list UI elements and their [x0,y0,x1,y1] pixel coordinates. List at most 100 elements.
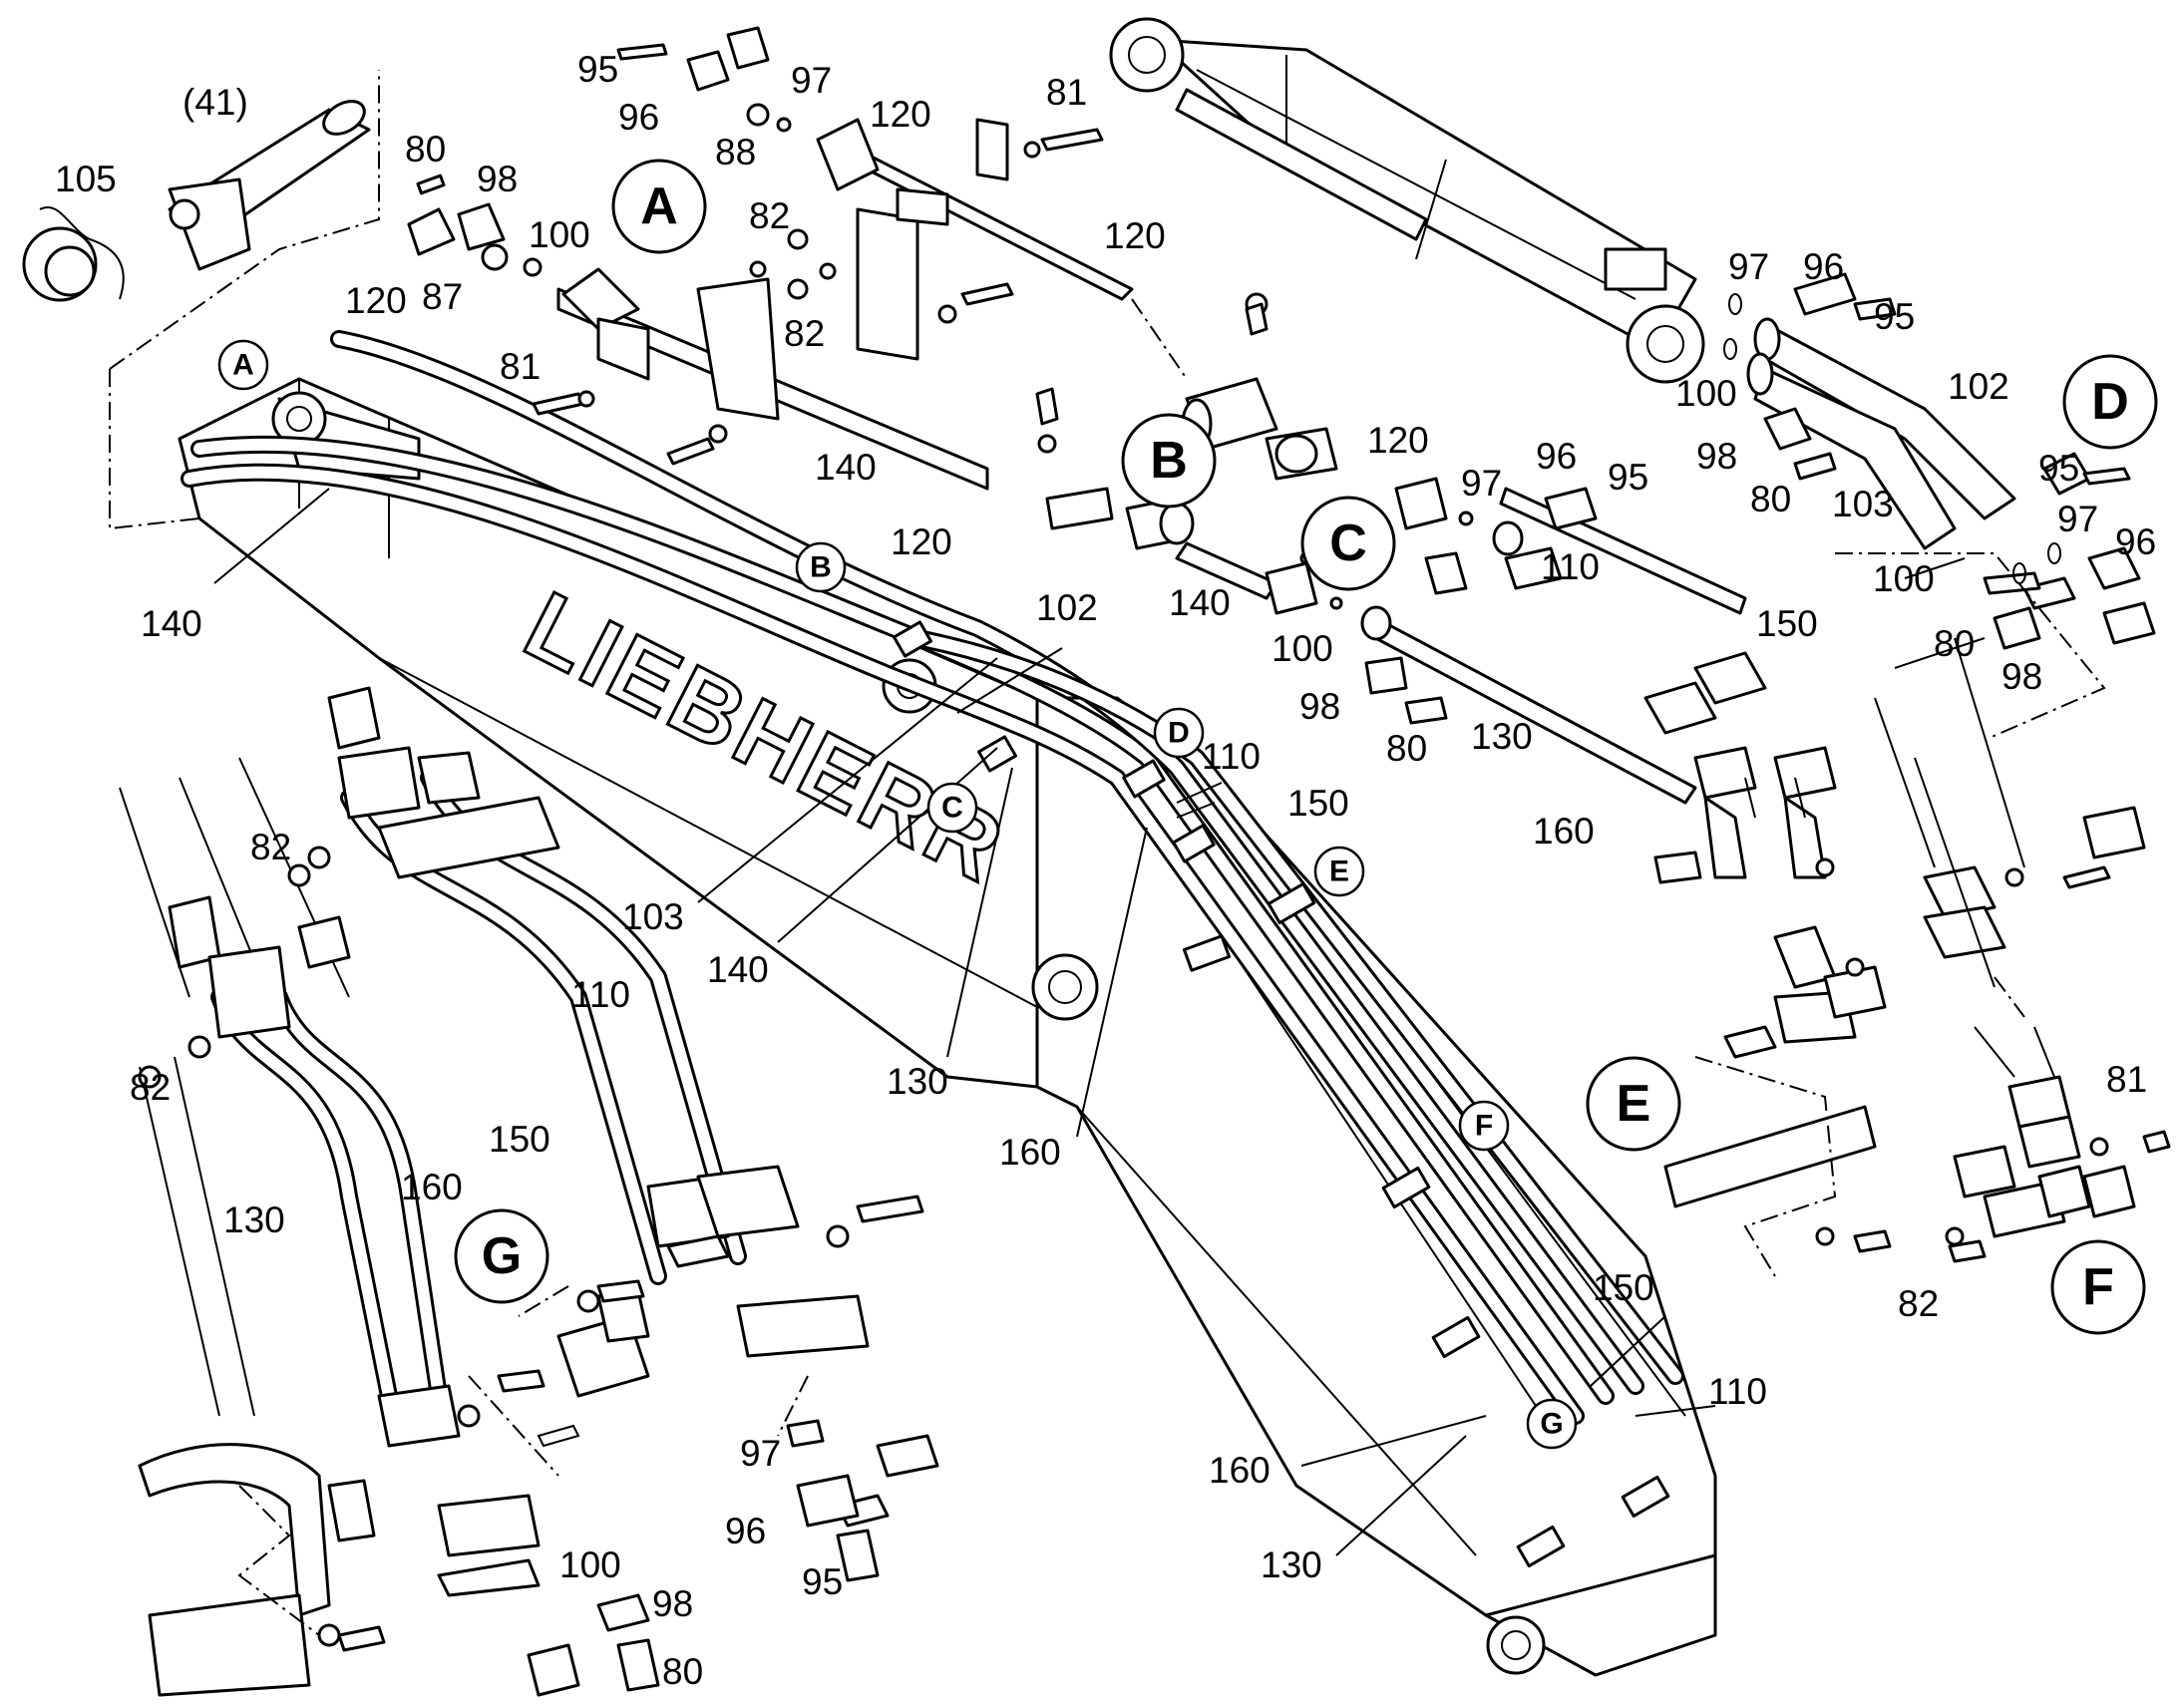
part-label: 103 [1832,484,1894,524]
callout-marker-b: B [795,541,847,593]
part-label: 140 [815,447,877,488]
part-label: 110 [1202,736,1261,777]
part-label: 95 [1608,457,1648,498]
part-label: 82 [749,195,790,236]
section-marker-e-label: E [1617,1075,1651,1133]
part-label: 82 [1898,1283,1939,1324]
part-label: 80 [1934,623,1975,664]
part-label: 98 [1299,686,1340,727]
hydraulic-cylinder [1109,17,1705,384]
section-marker-e: E [1586,1056,1681,1152]
callout-marker-a-label: A [232,349,254,382]
section-marker-b: B [1121,413,1217,509]
part-label: 81 [500,346,541,387]
part-label: 88 [715,132,756,172]
section-marker-f-label: F [2082,1258,2114,1316]
part-label: 160 [401,1167,463,1207]
part-label: 80 [405,129,446,170]
part-label: 110 [571,974,630,1015]
part-label: 98 [477,159,518,199]
part-label: 95 [1874,296,1915,337]
callout-marker-c: C [926,782,978,834]
part-label: 81 [1046,72,1087,113]
part-label: 95 [802,1561,843,1602]
part-label: 150 [1593,1267,1654,1308]
part-label: 160 [1209,1450,1271,1491]
part-label: 130 [1471,716,1533,757]
part-label: 95 [2038,448,2079,489]
callout-marker-g: G [1526,1398,1578,1450]
section-marker-c-label: C [1329,514,1367,572]
detail-bcd-parts [1035,272,2156,805]
part-label: 140 [707,949,769,990]
detail-ef-parts [1643,637,2171,1277]
leader-lines [213,488,1986,1556]
callout-marker-f-label: F [1475,1110,1493,1143]
section-marker-d: D [2062,354,2158,450]
callout-marker-c-label: C [941,792,963,825]
part-label: 96 [618,97,659,138]
part-label: 120 [891,521,952,562]
part-label: 140 [1169,582,1231,623]
detail-g-parts [119,686,2109,1697]
callout-marker-e: E [1313,846,1365,897]
part-label: 120 [345,280,407,321]
part-label: 102 [1036,587,1098,628]
part-label: 102 [1948,366,2009,407]
section-marker-g: G [454,1208,549,1304]
part-labels: (41) 105 80 98 87 100 95 96 97 88 120 81… [55,49,2156,1692]
part-label: 97 [1728,246,1769,287]
part-label: 130 [223,1199,285,1240]
section-marker-c: C [1300,496,1396,591]
callout-marker-g-label: G [1540,1408,1563,1441]
part-label: 82 [250,827,291,867]
section-marker-d-label: D [2091,373,2129,431]
part-label: 100 [559,1544,621,1585]
part-label: 82 [784,313,825,354]
part-label: 120 [1367,420,1429,461]
part-label: 97 [2057,499,2098,539]
part-label: 130 [887,1061,948,1102]
callout-marker-a: A [217,339,269,391]
part-label: 80 [1386,728,1427,769]
part-label: 140 [141,603,202,644]
detail-a-parts [22,26,1188,530]
part-label: 96 [1803,246,1844,287]
part-label: 96 [725,1511,766,1551]
part-label: 120 [1104,215,1166,256]
callout-marker-b-label: B [810,551,832,584]
part-label: 120 [870,94,931,135]
section-marker-a-label: A [640,177,678,235]
part-label: 150 [1756,603,1818,644]
part-label: 110 [1541,546,1600,587]
part-label: 110 [1708,1371,1767,1412]
part-label: 100 [529,214,590,255]
part-label: 103 [622,896,684,937]
section-marker-f: F [2050,1239,2146,1335]
part-label: 105 [55,159,117,199]
callout-marker-e-label: E [1329,855,1349,888]
part-label: 95 [577,49,618,90]
part-label: 100 [1675,373,1737,414]
part-label: 87 [422,276,463,317]
part-label: 98 [1696,436,1737,477]
section-marker-b-label: B [1150,432,1188,490]
part-label: 96 [1536,436,1577,477]
part-label: 97 [1461,463,1502,504]
section-marker-g-label: G [482,1227,522,1285]
part-label: 160 [999,1132,1061,1173]
part-label: 98 [2001,656,2042,697]
part-label: 81 [2106,1059,2147,1100]
part-label: 97 [791,60,832,101]
callout-marker-f: F [1458,1100,1510,1152]
part-label: 96 [2115,521,2156,562]
part-label: 100 [1873,558,1935,599]
callout-marker-d: D [1153,707,1205,759]
section-markers: A B C D E F G [454,159,2158,1335]
part-label: 150 [489,1119,550,1160]
part-label: 160 [1533,811,1595,852]
boom-arm: LIEBHERR [178,377,1717,1677]
section-marker-a: A [611,159,707,254]
